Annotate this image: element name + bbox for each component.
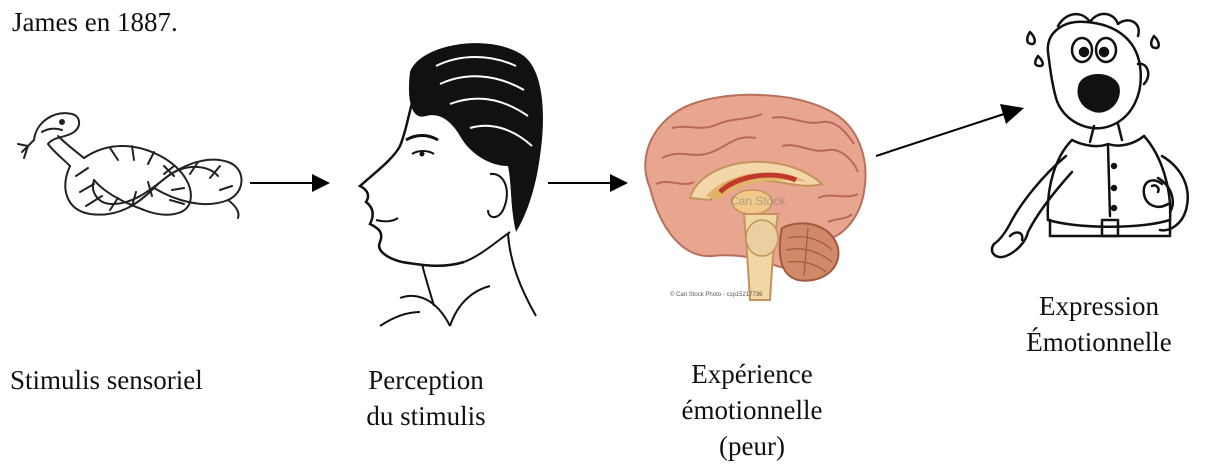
frightened-man-icon (986, 6, 1204, 268)
label-experience-line2: émotionnelle (652, 392, 852, 428)
snake-icon (14, 92, 246, 222)
label-perception: Perception du stimulis (338, 362, 514, 434)
label-experience-line1: Expérience (652, 356, 852, 392)
arrow-right-2 (548, 172, 630, 194)
label-experience: Expérience émotionnelle (peur) (652, 356, 852, 464)
label-stimulis-sensoriel: Stimulis sensoriel (10, 362, 203, 398)
label-expression-line1: Expression (996, 288, 1202, 324)
face-profile-icon (340, 36, 546, 328)
label-perception-line2: du stimulis (338, 398, 514, 434)
caption: James en 1887. (12, 4, 178, 40)
watermark-center: Can Stock (730, 194, 785, 208)
label-expression: Expression Émotionnelle (996, 288, 1202, 360)
brain-illustration: Can Stock © Can Stock Photo - csp1521773… (632, 88, 872, 306)
arrow-right-1 (250, 172, 332, 194)
label-experience-line3: (peur) (652, 428, 852, 464)
brain-watermark: © Can Stock Photo - csp15217736 (670, 292, 762, 298)
label-perception-line1: Perception (338, 362, 514, 398)
label-expression-line2: Émotionnelle (996, 324, 1202, 360)
